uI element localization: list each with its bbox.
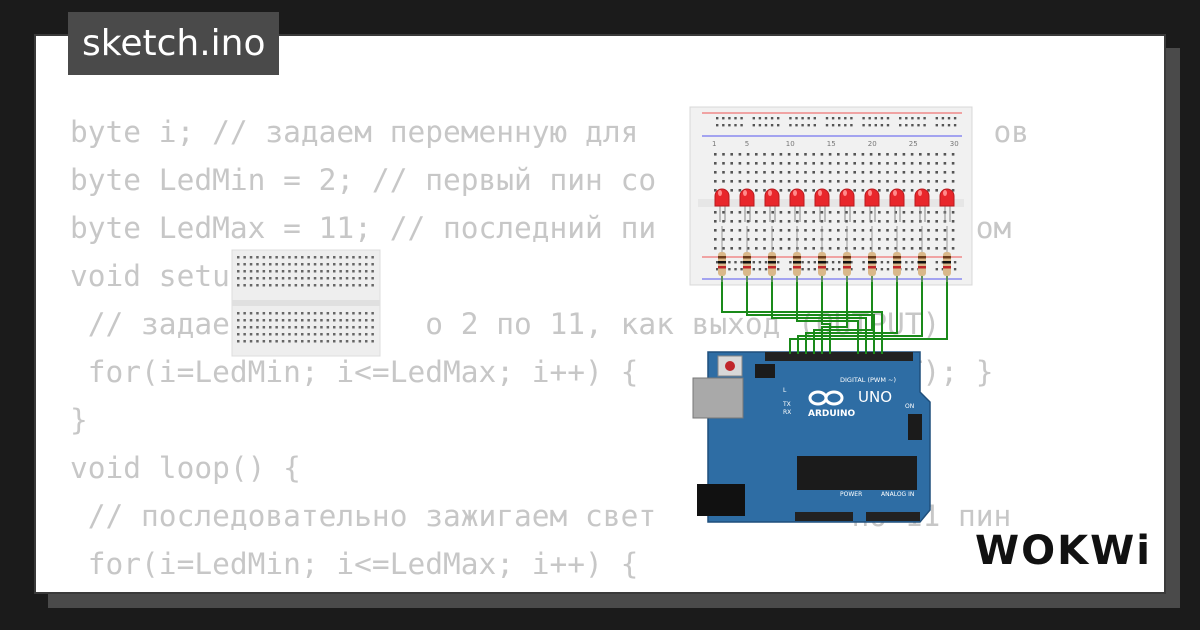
code-line: void loop() { <box>70 451 301 485</box>
code-line: // задае о 2 по 11, как выход (OUTPUT) <box>70 307 941 341</box>
code-line: for(i=LedMin; i<=LedMax; i++) { <box>70 547 639 581</box>
preview-card: byte i; // задаем переменную для ов byte … <box>34 34 1166 594</box>
code-line: byte LedMin = 2; // первый пин со <box>70 163 657 197</box>
code-line: byte i; // задаем переменную для ов <box>70 115 1030 149</box>
code-line: byte LedMax = 11; // последний пи ом <box>70 211 1012 245</box>
code-editor: byte i; // задаем переменную для ов byte … <box>70 108 1029 588</box>
file-name-tab[interactable]: sketch.ino <box>68 12 280 75</box>
code-line: } <box>70 403 88 437</box>
code-line: void setu <box>70 259 230 293</box>
wokwi-logo: WOKWi <box>975 528 1152 574</box>
code-line: for(i=LedMin; i<=LedMax; i++) { OUTPUT);… <box>70 355 994 389</box>
code-line: // последовательно зажигаем свет по 11 п… <box>70 499 1012 533</box>
